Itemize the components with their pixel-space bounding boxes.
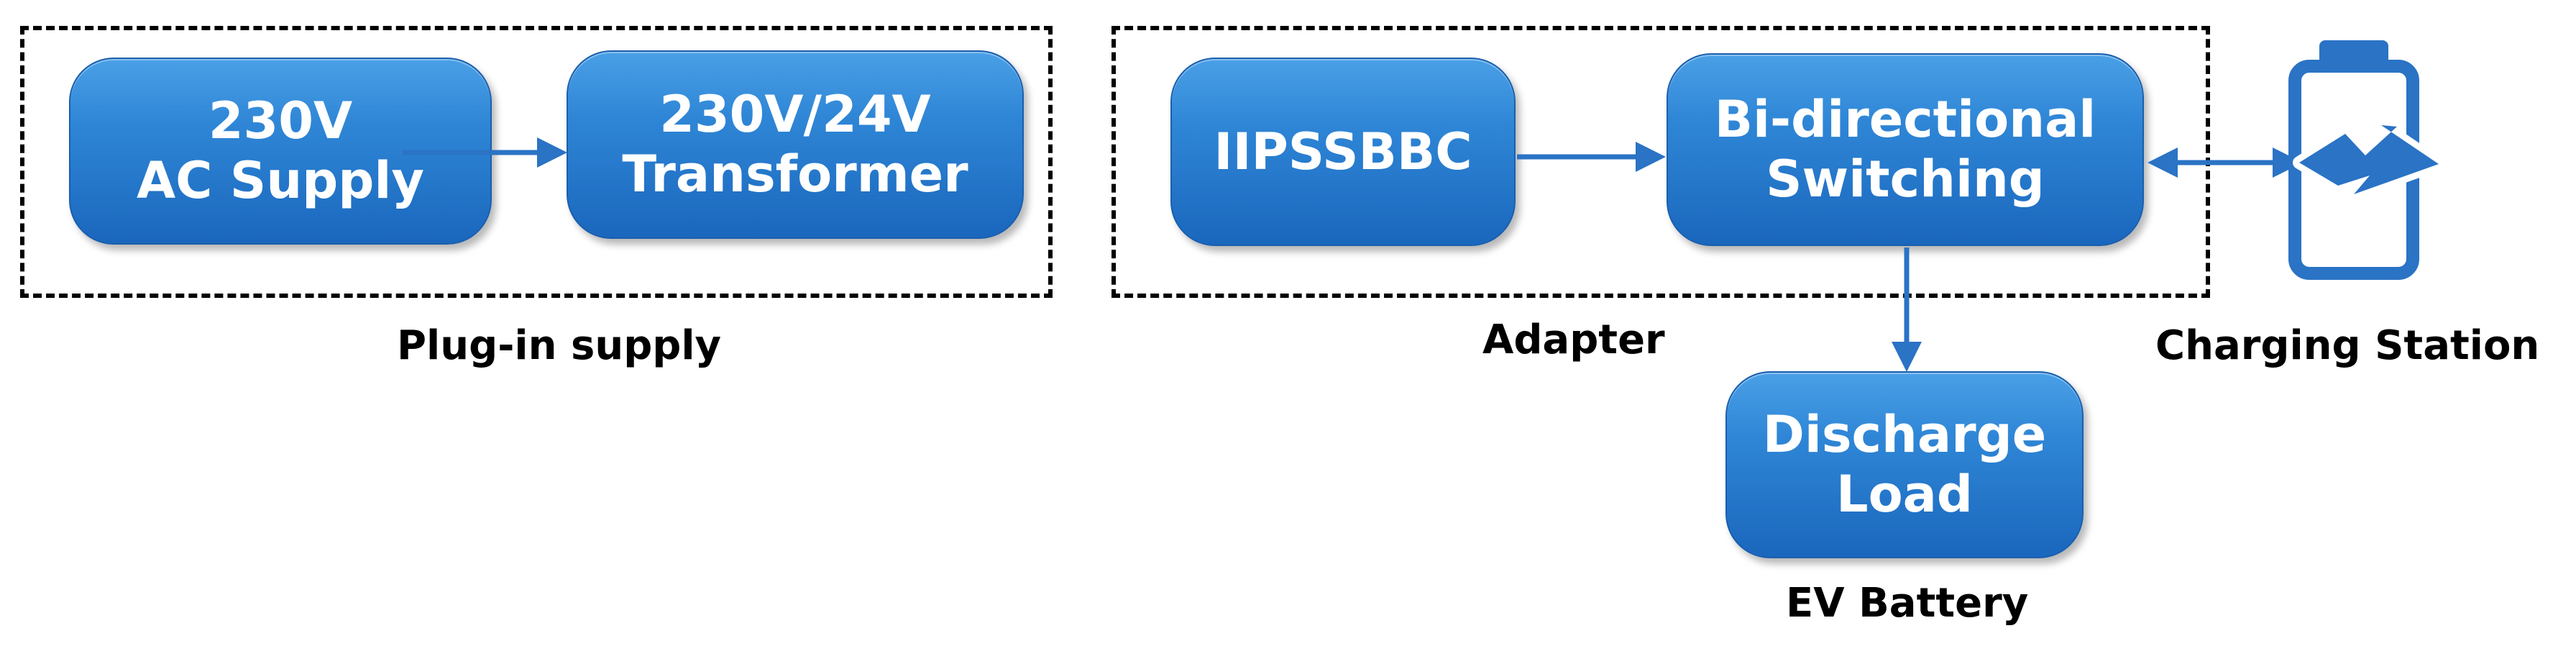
- bidirectional-switching-label: Bi-directional Switching: [1714, 90, 2096, 209]
- battery-charging-icon: [2288, 40, 2445, 280]
- adapter-label: Adapter: [1482, 317, 1665, 363]
- bidirectional-switching-node: Bi-directional Switching: [1667, 53, 2144, 246]
- transformer-node: 230V/24V Transformer: [567, 50, 1024, 239]
- plug-in-supply-group: [20, 26, 1053, 298]
- discharge-load-node: Discharge Load: [1725, 371, 2084, 558]
- plug-in-supply-label: Plug-in supply: [397, 322, 722, 369]
- iipssbbc-node: IIPSSBBC: [1170, 58, 1516, 246]
- ac-supply-label: 230V AC Supply: [136, 91, 424, 210]
- ev-battery-label: EV Battery: [1786, 580, 2029, 627]
- charging-station-label: Charging Station: [2155, 322, 2540, 369]
- discharge-load-label: Discharge Load: [1762, 405, 2047, 524]
- transformer-label: 230V/24V Transformer: [622, 85, 968, 204]
- iipssbbc-label: IIPSSBBC: [1214, 122, 1472, 181]
